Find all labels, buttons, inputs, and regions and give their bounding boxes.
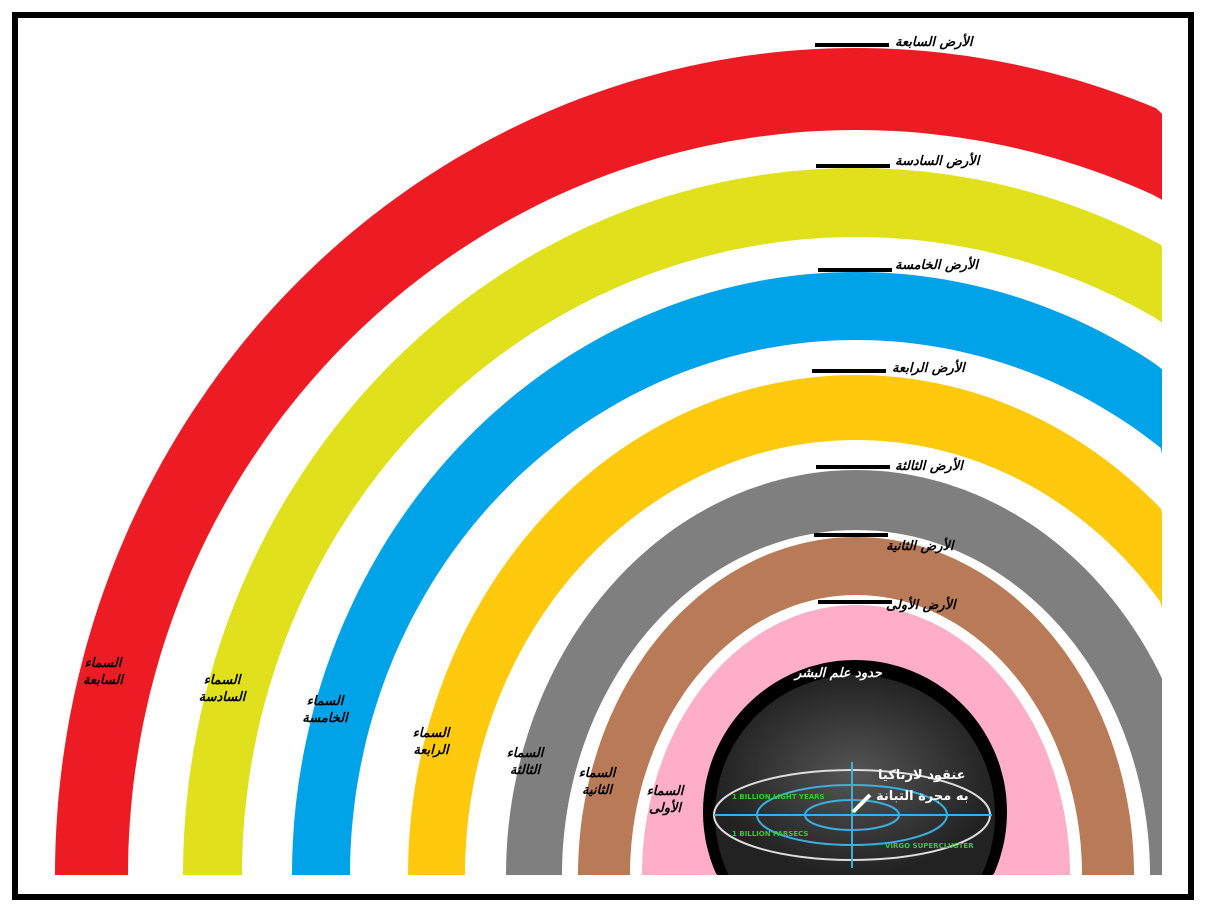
sky-ring-fourth	[408, 375, 1162, 875]
sky-label-line: السماء	[646, 784, 684, 799]
earth-label-fourth: الأرض الرابعة	[892, 361, 965, 376]
earth-label-fifth: الأرض الخامسة	[895, 258, 979, 273]
core-title: حدود علم البشر	[795, 666, 882, 681]
sky-ring-second	[578, 537, 1134, 875]
sky-label-line: السماء	[84, 656, 122, 671]
earth-label-second: الأرض الثانية	[886, 539, 954, 554]
sky-label-third: السماء الثالثة	[490, 745, 560, 779]
sky-label-line: الثانية	[582, 783, 612, 798]
scale-light-years: 1 BILLION LIGHT YEARS	[732, 793, 825, 801]
sky-label-line: السماء	[203, 673, 241, 688]
earth-label-third: الأرض الثالثة	[895, 459, 963, 474]
sky-label-line: السابعة	[83, 673, 123, 688]
sky-label-sixth: السماء السادسة	[187, 672, 257, 706]
sky-label-line: الخامسة	[302, 711, 348, 726]
supercluster-label: VIRGO SUPERCLUSTER	[885, 842, 974, 850]
sky-label-seventh: السماء السابعة	[68, 655, 138, 689]
sky-label-line: السماء	[578, 766, 616, 781]
universe-map	[715, 675, 995, 875]
sky-label-line: السماء	[506, 746, 544, 761]
cluster-label-2: به مجرة التبانة	[876, 789, 969, 804]
sky-label-fourth: السماء الرابعة	[396, 725, 466, 759]
sky-ring-third	[506, 470, 1162, 875]
earth-label-seventh: الأرض السابعة	[895, 35, 973, 50]
sky-label-line: السادسة	[198, 690, 246, 705]
sky-label-line: السماء	[412, 726, 450, 741]
sky-label-line: الثالثة	[509, 763, 541, 778]
sky-ring-seventh	[55, 48, 1162, 875]
sky-label-first: السماء الأولى	[630, 783, 700, 817]
cluster-label-1: عنقود لارناكيا	[878, 768, 966, 783]
sky-ring-sixth	[183, 168, 1162, 875]
sky-ring-fifth	[292, 272, 1162, 875]
sky-label-second: السماء الثانية	[562, 765, 632, 799]
earth-label-first: الأرض الأولى	[886, 598, 956, 613]
sky-label-line: السماء	[306, 694, 344, 709]
sky-label-line: الأولى	[648, 801, 682, 816]
sky-label-line: الرابعة	[413, 743, 449, 758]
frame	[12, 12, 1194, 900]
earth-label-sixth: الأرض السادسة	[895, 154, 980, 169]
sky-label-fifth: السماء الخامسة	[290, 693, 360, 727]
scale-parsecs: 1 BILLION PARSECS	[732, 830, 809, 838]
pointer-line	[851, 793, 872, 814]
